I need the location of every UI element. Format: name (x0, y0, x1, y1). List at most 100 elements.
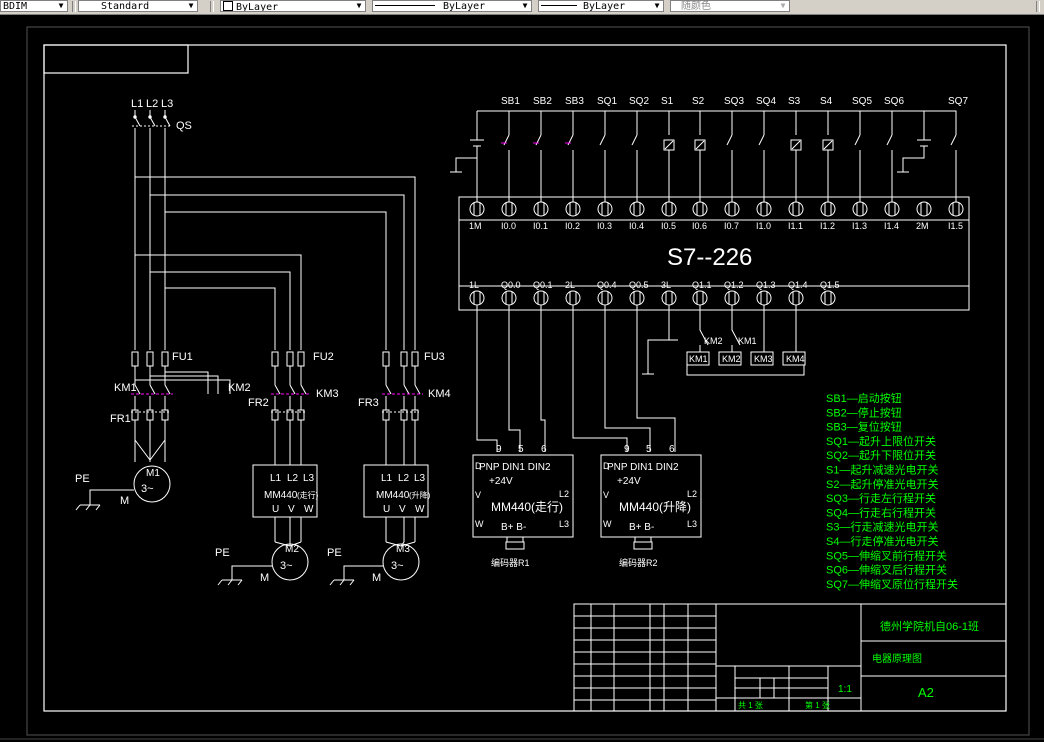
inv2-note: (升降) (409, 490, 431, 500)
terminal-top-10 (788, 201, 804, 217)
contactor-contact (289, 384, 296, 395)
input-label-sb3: SB3 (565, 96, 584, 107)
motor-m3-label: M3 (396, 544, 410, 555)
contactor-contact (274, 384, 281, 395)
plc-wiring (450, 110, 970, 452)
bottom-terminal-label: 1L (469, 280, 479, 290)
km3-label: KM3 (316, 388, 339, 400)
input-label-sb2: SB2 (533, 96, 552, 107)
branch-tap (135, 254, 302, 350)
right-term: L3 (687, 519, 697, 529)
pin-label: 6 (669, 444, 675, 455)
dimstyle-select[interactable]: BDIM▼ (0, 0, 68, 12)
legend-item: S2—起升停准光电开关 (826, 477, 938, 491)
terminal-top-1 (501, 201, 517, 217)
drawing-border (0, 26, 1044, 740)
inv2-l1: L1 (381, 473, 393, 484)
inv2-label: MM440 (376, 490, 410, 501)
fuse (411, 351, 419, 367)
dimstyle-value: BDIM (3, 1, 28, 12)
supply-label: +24V (617, 476, 641, 487)
photo-switch-arrow (695, 140, 705, 150)
bottom-terminal-label: Q1.4 (788, 280, 808, 290)
out-wire (540, 305, 546, 452)
linetype-select[interactable]: ByLayer▼ (372, 0, 532, 12)
supply-label: +24V (489, 476, 513, 487)
terminal-bottom-8 (724, 290, 740, 306)
ground (75, 504, 81, 511)
photo-switch-arrow (664, 140, 674, 150)
motor-m1-label: M1 (146, 468, 160, 479)
terminal-top-2 (533, 201, 549, 217)
coil-km1 (686, 351, 710, 366)
left-term: D (475, 461, 482, 471)
textstyle-select[interactable]: Standard▼ (78, 0, 198, 12)
chevron-down-icon: ▼ (356, 1, 362, 10)
km4-label: KM4 (428, 388, 451, 400)
terminal-row: PNP DIN1 DIN2 (479, 462, 551, 473)
plc-body (458, 196, 970, 311)
wire (924, 110, 957, 135)
out-wire (508, 305, 521, 452)
layer-swatch-icon (223, 1, 233, 11)
top-terminal-label: I0.3 (597, 221, 612, 231)
motor-m1-symbol: 3~ (141, 483, 154, 495)
toolbar-separator (1036, 1, 1040, 12)
motor-lead (385, 541, 402, 547)
power-labels: L1 L2 L3 QS FU1 FU2 FU3 KM1 KM2 KM3 KM4 … (75, 98, 451, 584)
title-scale: 1:1 (838, 684, 852, 695)
motor-lead (400, 541, 405, 547)
legend-item: SQ2—起升下限位开关 (826, 448, 936, 462)
inv1-u: U (272, 504, 279, 515)
top-terminal-label: 2M (916, 221, 929, 231)
bottom-terminal-label: Q0.5 (629, 280, 649, 290)
layer-select[interactable]: ByLayer ▼ (220, 0, 366, 12)
drawing-canvas[interactable]: L1 L2 L3 QS FU1 FU2 FU3 KM1 KM2 KM3 KM4 … (0, 14, 1044, 742)
toolbar-separator (210, 1, 214, 12)
top-terminal-label: I0.4 (629, 221, 644, 231)
top-terminal-label: I0.0 (501, 221, 516, 231)
phase-label-l3: L3 (161, 98, 173, 110)
reverse-wire (150, 375, 219, 394)
left-term: D (603, 461, 610, 471)
top-terminal-label: I0.2 (565, 221, 580, 231)
color-select[interactable]: 随颜色▼ (670, 0, 790, 12)
terminal-row: PNP DIN1 DIN2 (607, 462, 679, 473)
coil-km2 (718, 351, 742, 366)
title-block-frame (573, 603, 1007, 712)
inv2-v: V (399, 504, 406, 515)
motor-lead (274, 541, 291, 547)
legend-item: SQ4—行走右行程开关 (826, 505, 936, 519)
top-terminal-label: I1.2 (820, 221, 835, 231)
bus-label: B+ B- (501, 522, 526, 533)
switch-contact (631, 134, 638, 146)
left-term: V (475, 490, 481, 500)
layer-value: ByLayer (236, 2, 279, 12)
lineweight-select[interactable]: ByLayer▼ (538, 0, 664, 12)
coil-km1-label: KM1 (689, 354, 708, 364)
branch-tap (150, 271, 291, 350)
km2-label: KM2 (228, 382, 251, 394)
phase-label-l1: L1 (131, 98, 143, 110)
motor-m2-label: M2 (285, 544, 299, 555)
power-circuit (75, 110, 429, 586)
input-label-s4: S4 (820, 96, 833, 107)
pe-label-1: PE (75, 473, 90, 485)
motor-m3 (382, 543, 420, 581)
coil-km4-label: KM4 (786, 354, 805, 364)
pe-label-2: PE (215, 547, 230, 559)
pin-label: 9 (624, 444, 630, 455)
input-label-sq1: SQ1 (597, 96, 617, 107)
pe-wire (343, 565, 383, 580)
input-label-s2: S2 (692, 96, 705, 107)
legend-item: S3—行走减速光电开关 (826, 520, 938, 534)
terminal-top-14 (916, 201, 932, 217)
coil-km3 (750, 351, 774, 366)
title-sheet: 共 1 张 (738, 701, 763, 710)
chevron-down-icon: ▼ (654, 1, 660, 10)
inv1-label: MM440 (264, 490, 298, 501)
top-terminal-label: I1.3 (852, 221, 867, 231)
